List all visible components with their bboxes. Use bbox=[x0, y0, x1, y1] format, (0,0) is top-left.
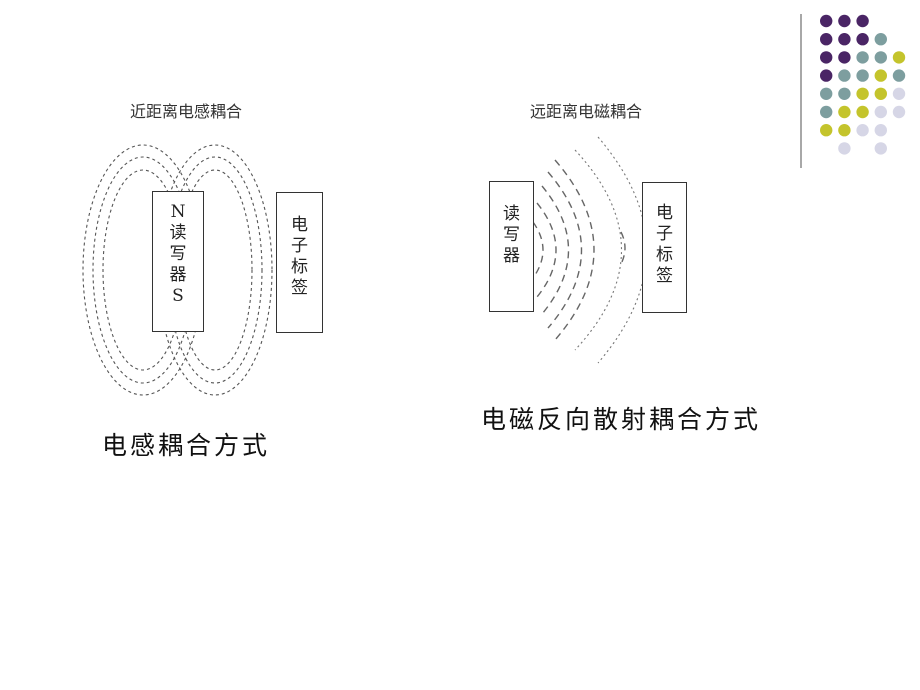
right-reader-box: 读写器 bbox=[489, 181, 534, 312]
decoration-dot-grid bbox=[820, 14, 906, 155]
decoration-dot bbox=[856, 124, 869, 137]
label-char: S bbox=[172, 286, 184, 306]
left-diagram-title: 近距离电感耦合 bbox=[130, 102, 243, 121]
wave-front-1 bbox=[532, 221, 544, 279]
wave-front-6 bbox=[620, 231, 626, 265]
left-tag-label: 电子标签 bbox=[277, 215, 322, 299]
decoration-dot bbox=[856, 87, 869, 101]
decoration-dot bbox=[838, 33, 851, 46]
decoration-dot bbox=[838, 51, 851, 64]
right-diagram-title: 远距离电磁耦合 bbox=[530, 102, 643, 121]
label-char: 读 bbox=[169, 223, 187, 243]
decoration-dot bbox=[820, 51, 833, 64]
wave-front-3 bbox=[541, 185, 570, 315]
decoration-dot bbox=[856, 14, 869, 28]
decoration-dot bbox=[838, 124, 851, 137]
decoration-dot bbox=[892, 51, 906, 64]
decoration-dot bbox=[820, 87, 833, 101]
decoration-dot bbox=[838, 14, 851, 28]
wave-front-4 bbox=[547, 171, 583, 329]
left-diagram-caption: 电感耦合方式 bbox=[102, 431, 271, 460]
decoration-dot bbox=[820, 124, 833, 137]
decoration-dot bbox=[874, 124, 887, 137]
label-char: 子 bbox=[291, 236, 308, 256]
label-char: 电 bbox=[291, 215, 308, 235]
decoration-dot bbox=[874, 69, 887, 82]
em-wave-fronts bbox=[532, 159, 626, 341]
wave-front-5 bbox=[554, 159, 595, 341]
right-diagram-caption: 电磁反向散射耦合方式 bbox=[481, 405, 762, 434]
label-char: 签 bbox=[291, 278, 308, 298]
decoration-dot bbox=[892, 87, 906, 101]
decoration-dot bbox=[838, 142, 851, 155]
em-wave-fronts-outer bbox=[574, 136, 647, 364]
label-char: 签 bbox=[656, 266, 673, 286]
decoration-dot bbox=[820, 105, 833, 119]
decoration-dot bbox=[856, 33, 869, 46]
decoration-dot bbox=[874, 87, 887, 101]
decoration-dot bbox=[892, 69, 906, 82]
label-char: 标 bbox=[291, 257, 308, 277]
decoration-dot bbox=[820, 69, 833, 82]
label-char: 读 bbox=[503, 204, 520, 224]
decoration-dot bbox=[820, 14, 833, 28]
right-reader-label: 读写器 bbox=[490, 204, 533, 267]
label-char: 写 bbox=[503, 225, 520, 245]
wave-front-2 bbox=[536, 202, 557, 298]
decoration-dot bbox=[856, 51, 869, 64]
wave-front-outer-2 bbox=[597, 136, 647, 364]
decoration-dot bbox=[874, 33, 887, 46]
decoration-dot bbox=[874, 51, 887, 64]
decoration-dot bbox=[874, 105, 887, 119]
decoration-dot bbox=[856, 69, 869, 82]
decoration-dot bbox=[892, 105, 906, 119]
field-loop-right-inner bbox=[177, 169, 253, 371]
left-tag-box: 电子标签 bbox=[276, 192, 323, 333]
decoration-dot bbox=[874, 142, 887, 155]
right-tag-label: 电子标签 bbox=[643, 203, 686, 287]
decoration-dot bbox=[838, 105, 851, 119]
decoration-dot bbox=[856, 105, 869, 119]
label-char: 写 bbox=[169, 244, 187, 264]
decoration-dot bbox=[838, 69, 851, 82]
field-loop-right-middle bbox=[167, 156, 263, 384]
label-char: 器 bbox=[503, 246, 520, 266]
right-tag-box: 电子标签 bbox=[642, 182, 687, 313]
label-char: 器 bbox=[169, 265, 187, 285]
label-char: 子 bbox=[656, 224, 673, 244]
decoration-dot bbox=[820, 33, 833, 46]
label-char: 电 bbox=[656, 203, 673, 223]
label-char: N bbox=[170, 202, 186, 222]
label-char: 标 bbox=[656, 245, 673, 265]
decoration-dot bbox=[838, 87, 851, 101]
